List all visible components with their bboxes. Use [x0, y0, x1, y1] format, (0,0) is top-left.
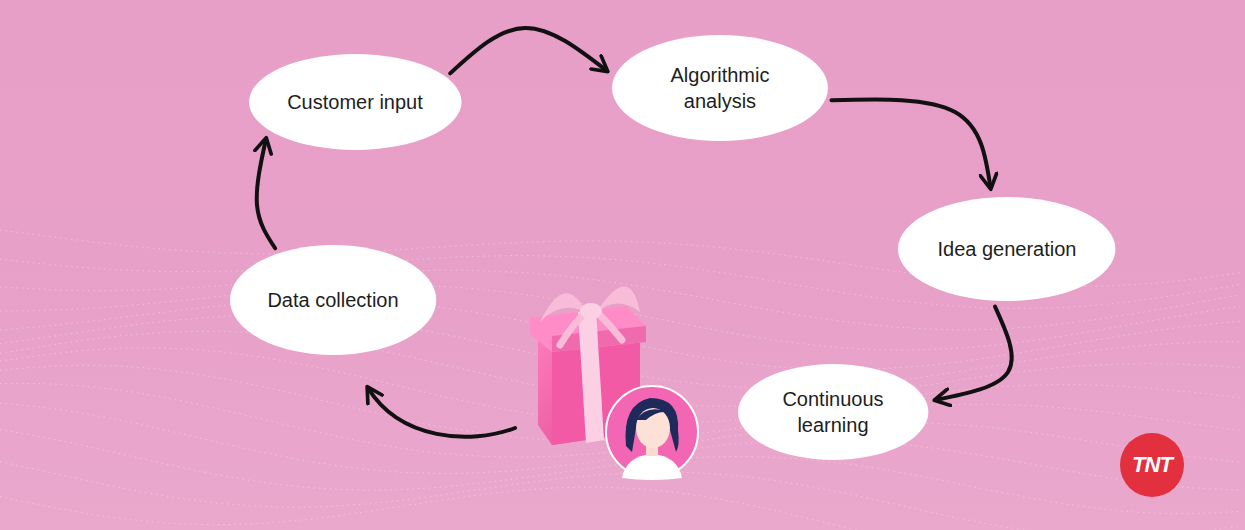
flow-arrow	[450, 28, 606, 73]
process-ellipse: Continuous learning	[738, 364, 928, 460]
node-label: Algorithmic analysis	[655, 62, 785, 114]
node-label: Data collection	[267, 287, 398, 313]
process-ellipse: Algorithmic analysis	[612, 35, 828, 141]
ellipse-outline	[612, 35, 828, 141]
flow-arrow	[257, 139, 275, 248]
node-label: Continuous learning	[773, 386, 893, 438]
ellipse-outline	[738, 364, 928, 460]
flow-arrow	[936, 307, 1012, 400]
process-ellipse: Customer input	[249, 54, 462, 150]
process-ellipse: Idea generation	[898, 197, 1115, 301]
logo-badge	[1120, 433, 1184, 497]
node-label: Customer input	[287, 89, 423, 115]
node-label: Idea generation	[937, 236, 1076, 262]
avatar-icon	[606, 386, 698, 480]
gift-arrow	[368, 388, 515, 437]
logo-text: TNT	[1132, 452, 1172, 478]
process-ellipse: Data collection	[230, 245, 436, 355]
flow-arrow	[832, 99, 991, 187]
